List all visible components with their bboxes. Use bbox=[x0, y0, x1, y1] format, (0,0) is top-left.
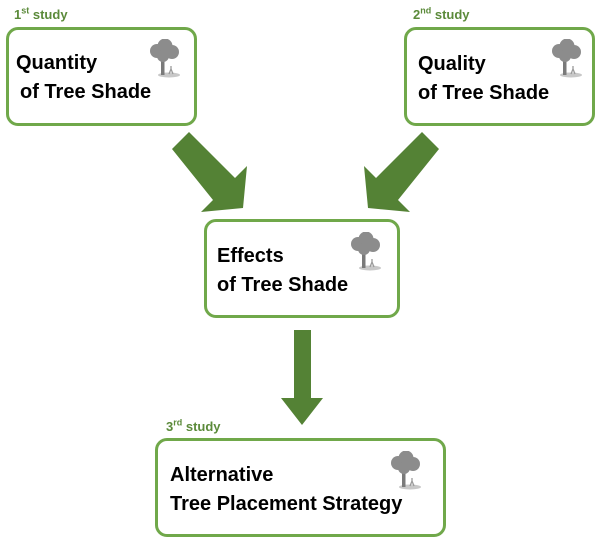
study-2-suffix: nd bbox=[420, 5, 432, 16]
study-2-word: study bbox=[434, 7, 470, 22]
box-quantity-line2: of Tree Shade bbox=[20, 81, 152, 103]
box-quantity-text: Quantity of Tree Shade bbox=[16, 49, 151, 107]
study-3-word: study bbox=[185, 419, 221, 434]
box-placement-line2: Tree Placement Strategy bbox=[170, 493, 403, 515]
study-1-word: study bbox=[32, 7, 68, 22]
box-quality-of-tree-shade: Quality of Tree Shade bbox=[404, 27, 595, 126]
study-3-suffix: rd bbox=[173, 417, 183, 428]
study-3-number: 3 bbox=[166, 419, 174, 434]
study-2-number: 2 bbox=[413, 7, 421, 22]
study-label-3: 3rd study bbox=[166, 417, 221, 435]
box-placement-line1: Alternative bbox=[170, 464, 274, 486]
box-effects-line1: Effects bbox=[217, 245, 284, 267]
box-quality-line1: Quality bbox=[418, 53, 486, 75]
box-effects-of-tree-shade: Effects of Tree Shade bbox=[204, 219, 400, 318]
study-1-suffix: st bbox=[21, 5, 30, 16]
box-quantity-line1: Quantity bbox=[16, 52, 98, 74]
study-label-1: 1st study bbox=[14, 5, 68, 23]
box-quantity-of-tree-shade: Quantity of Tree Shade bbox=[6, 27, 197, 126]
box-quality-text: Quality of Tree Shade bbox=[418, 50, 549, 108]
tree-icon bbox=[351, 232, 381, 271]
arrow-quantity-to-effects bbox=[172, 132, 247, 212]
box-quality-line2: of Tree Shade bbox=[418, 82, 550, 104]
study-label-2: 2nd study bbox=[413, 5, 470, 23]
box-effects-line2: of Tree Shade bbox=[217, 274, 349, 296]
arrow-effects-to-placement bbox=[281, 330, 323, 425]
tree-icon bbox=[552, 39, 582, 78]
box-placement-text: Alternative Tree Placement Strategy bbox=[170, 461, 402, 519]
box-effects-text: Effects of Tree Shade bbox=[217, 242, 348, 300]
tree-icon bbox=[391, 451, 421, 490]
tree-icon bbox=[150, 39, 180, 78]
arrow-quality-to-effects bbox=[364, 132, 439, 212]
box-alternative-tree-placement-strategy: Alternative Tree Placement Strategy bbox=[155, 438, 446, 537]
study-1-number: 1 bbox=[14, 7, 22, 22]
